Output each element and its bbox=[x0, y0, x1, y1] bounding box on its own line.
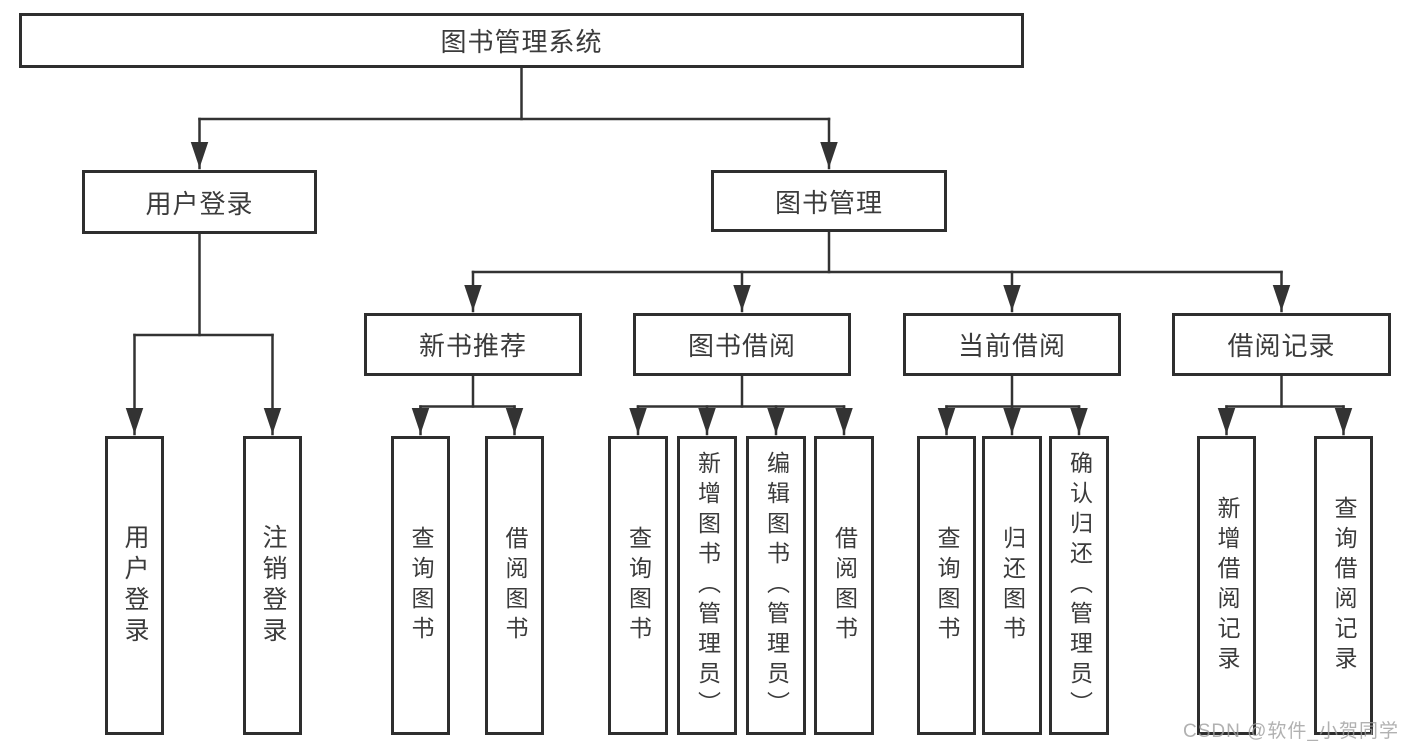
node-label: 查询图书 bbox=[934, 525, 960, 646]
node-label: 图书借阅 bbox=[687, 331, 796, 361]
node-leaf-borrow-books-1: 借阅图书 bbox=[485, 436, 544, 735]
node-leaf-edit-book-admin: 编辑图书（管理员） bbox=[746, 436, 806, 735]
node-leaf-query-books-3: 查询图书 bbox=[917, 436, 976, 735]
node-root-library-system: 图书管理系统 bbox=[19, 13, 1024, 68]
node-current-borrowing: 当前借阅 bbox=[903, 313, 1121, 376]
node-label: 新增图书（管理员） bbox=[694, 450, 721, 721]
node-user-login-branch: 用户登录 bbox=[82, 170, 317, 234]
node-leaf-add-borrow-record: 新增借阅记录 bbox=[1197, 436, 1256, 735]
node-label: 注销登录 bbox=[259, 523, 287, 648]
node-label: 用户登录 bbox=[121, 523, 149, 648]
node-leaf-query-books-2: 查询图书 bbox=[608, 436, 668, 735]
node-leaf-confirm-return-admin: 确认归还（管理员） bbox=[1049, 436, 1109, 735]
node-leaf-return-book: 归还图书 bbox=[982, 436, 1042, 735]
node-label: 查询图书 bbox=[625, 525, 652, 646]
node-label: 借阅图书 bbox=[502, 525, 528, 646]
node-label: 当前借阅 bbox=[957, 331, 1066, 361]
node-label: 编辑图书（管理员） bbox=[763, 450, 790, 721]
node-label: 确认归还（管理员） bbox=[1066, 450, 1093, 721]
node-label: 图书管理系统 bbox=[440, 27, 603, 57]
node-label: 用户登录 bbox=[145, 188, 254, 219]
node-label: 借阅记录 bbox=[1227, 331, 1336, 361]
node-leaf-query-books-1: 查询图书 bbox=[391, 436, 450, 735]
node-book-management-branch: 图书管理 bbox=[711, 170, 947, 232]
node-borrowing-records: 借阅记录 bbox=[1172, 313, 1391, 376]
node-label: 借阅图书 bbox=[831, 525, 858, 646]
node-leaf-add-book-admin: 新增图书（管理员） bbox=[677, 436, 737, 735]
node-new-book-recommend: 新书推荐 bbox=[364, 313, 582, 376]
node-label: 图书管理 bbox=[774, 187, 883, 218]
node-label: 新增借阅记录 bbox=[1214, 495, 1240, 676]
node-leaf-borrow-books-2: 借阅图书 bbox=[814, 436, 874, 735]
node-book-borrowing: 图书借阅 bbox=[633, 313, 851, 376]
node-leaf-query-borrow-record: 查询借阅记录 bbox=[1314, 436, 1373, 735]
node-leaf-user-login: 用户登录 bbox=[105, 436, 164, 735]
node-label: 归还图书 bbox=[999, 525, 1026, 646]
node-label: 查询借阅记录 bbox=[1331, 495, 1357, 676]
node-label: 新书推荐 bbox=[418, 331, 527, 361]
node-label: 查询图书 bbox=[408, 525, 434, 646]
csdn-watermark: CSDN @软件_小贺同学 bbox=[1183, 721, 1399, 742]
node-leaf-logout: 注销登录 bbox=[243, 436, 302, 735]
